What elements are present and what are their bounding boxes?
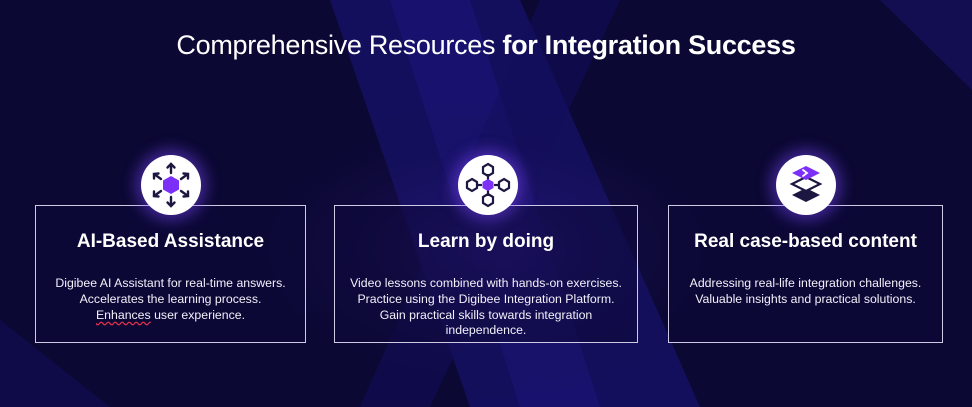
desc-line: independence. (445, 323, 527, 338)
desc-line: Digibee AI Assistant for real-time answe… (55, 276, 286, 290)
desc-line: Practice using the Digibee Integration P… (357, 291, 615, 306)
desc-line: Addressing real-life integration challen… (689, 276, 922, 290)
card-description: Video lessons combined with hands-on exe… (335, 276, 637, 339)
card-ai-assistance: AI-Based Assistance Digibee AI Assistant… (35, 205, 306, 343)
title-regular: Comprehensive Resources (176, 30, 496, 60)
card-description: Digibee AI Assistant for real-time answe… (36, 276, 305, 323)
card-title: Learn by doing (417, 231, 555, 252)
card-description: Addressing real-life integration challen… (669, 276, 942, 308)
stacked-layers-icon (776, 155, 836, 215)
desc-line: Gain practical skills towards integratio… (379, 307, 593, 322)
desc-word: user experience. (154, 307, 246, 322)
card-learn-by-doing: Learn by doing Video lessons combined wi… (334, 205, 638, 343)
desc-line: Valuable insights and practical solution… (695, 291, 916, 306)
title-bold: for Integration Success (502, 30, 796, 60)
desc-line: Enhances user experience. (36, 308, 305, 324)
card-title: Real case-based content (694, 231, 917, 252)
desc-line: Video lessons combined with hands-on exe… (350, 276, 622, 290)
desc-word-underlined: Enhances (95, 307, 151, 322)
card-real-case-content: Real case-based content Addressing real-… (668, 205, 943, 343)
page-title: Comprehensive Resources for Integration … (0, 30, 972, 61)
card-title: AI-Based Assistance (76, 231, 265, 252)
branching-flow-icon (458, 155, 518, 215)
desc-line: Accelerates the learning process. (79, 291, 262, 306)
network-nodes-icon (141, 155, 201, 215)
